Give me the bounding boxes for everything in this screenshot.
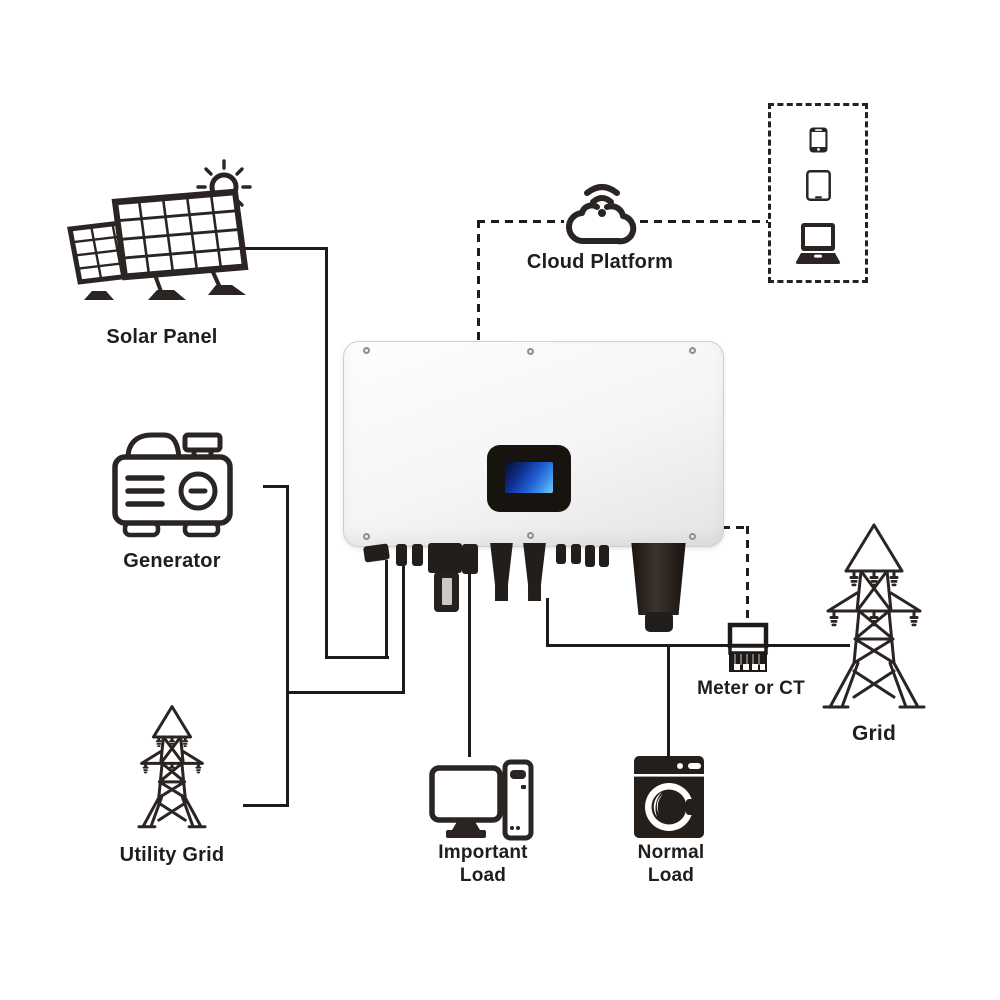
washing-machine-icon <box>634 756 704 838</box>
port-connector <box>412 544 423 566</box>
grid-label: Grid <box>852 722 896 745</box>
ac-cone-connector <box>490 543 513 601</box>
ac-cone-connector <box>523 543 546 601</box>
line-normal-load <box>667 644 670 756</box>
normal-load-label: Normal Load <box>596 841 746 887</box>
solar-panel-label: Solar Panel <box>106 326 218 348</box>
port-connector <box>462 544 478 574</box>
port-connector <box>571 544 581 564</box>
line-generator-h <box>263 485 289 488</box>
ac-conduit-cap <box>645 612 673 632</box>
dashed-inverter-to-meter-h <box>722 526 750 529</box>
hybrid-inverter <box>343 341 724 547</box>
normal-load-line2: Load <box>647 865 695 887</box>
line-junction-h <box>286 691 405 694</box>
utility-grid-label: Utility Grid <box>119 844 225 866</box>
important-load-line1: Important <box>438 842 528 863</box>
cloud-platform-label: Cloud Platform <box>526 251 674 273</box>
screw-icon <box>689 533 696 540</box>
cloud-wifi-icon <box>565 184 637 245</box>
grid-tower-icon <box>812 515 936 715</box>
normal-load-line1: Normal <box>637 842 705 863</box>
dashed-inverter-to-meter-v <box>746 526 749 627</box>
port-connector <box>363 543 390 563</box>
generator-icon <box>112 432 233 538</box>
dongle-label <box>442 578 452 605</box>
important-load-line2: Load <box>459 865 507 887</box>
port-connector <box>599 545 609 567</box>
screw-icon <box>363 347 370 354</box>
screw-icon <box>527 348 534 355</box>
tablet-icon <box>806 170 831 201</box>
line-generator-utility-v <box>286 485 289 807</box>
energy-meter-icon <box>727 622 769 672</box>
line-solar-h <box>243 247 327 250</box>
meter-label: Meter or CT <box>697 678 805 699</box>
port-connector <box>396 544 407 566</box>
line-solar-wire <box>385 560 388 659</box>
screw-icon <box>363 533 370 540</box>
screw-icon <box>527 532 534 539</box>
inverter-lcd-screen <box>505 462 553 493</box>
remote-devices-box <box>768 103 868 283</box>
ac-conduit <box>631 543 686 615</box>
desktop-computer-icon <box>429 759 534 841</box>
port-connector <box>585 545 595 567</box>
laptop-icon <box>795 223 841 264</box>
line-utility-h <box>243 804 289 807</box>
important-load-label: Important Load <box>408 841 558 887</box>
port-connector <box>428 543 462 573</box>
dashed-cloud-to-devices <box>640 220 768 223</box>
solar-panel-icon <box>67 159 252 300</box>
smartphone-icon <box>809 127 828 153</box>
line-to-meter <box>546 644 728 647</box>
line-solar-h2 <box>325 656 389 659</box>
utility-grid-tower-icon <box>126 700 218 832</box>
dashed-corner-to-cloud <box>477 220 564 223</box>
line-ac-wire <box>546 598 549 647</box>
line-meter-to-grid <box>766 644 850 647</box>
dashed-cloud-to-inverter <box>477 220 480 344</box>
port-connector <box>556 544 566 564</box>
generator-label: Generator <box>123 550 221 572</box>
line-important-load <box>468 574 471 757</box>
screw-icon <box>689 347 696 354</box>
line-generator-wire <box>402 566 405 694</box>
line-solar-v <box>325 247 328 659</box>
